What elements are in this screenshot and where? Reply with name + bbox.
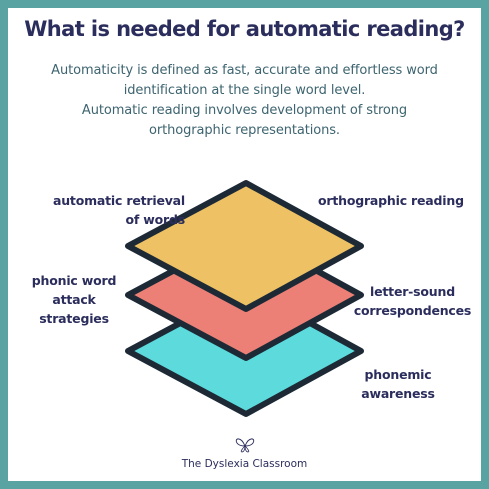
intro-line: orthographic representations. (149, 123, 340, 138)
intro-text: Automaticity is defined as fast, accurat… (20, 61, 469, 141)
intro-line: Automaticity is defined as fast, accurat… (51, 63, 438, 78)
label-letter-sound: letter-sound correspondences (353, 284, 472, 318)
label-automatic-retrieval: automatic retrieval of words (53, 193, 185, 227)
brand-name: The Dyslexia Classroom (181, 458, 308, 470)
butterfly-logo-icon (235, 438, 255, 453)
intro-line: Automatic reading involves development o… (81, 103, 408, 118)
orthographic-layer (125, 180, 364, 312)
label-phonemic-awareness: phonemic awareness (361, 367, 435, 401)
label-orthographic-reading: orthographic reading (318, 193, 464, 208)
page-title: What is needed for automatic reading? (24, 17, 465, 41)
label-phonic-word-attack: phonic word attack strategies (31, 273, 117, 326)
intro-line: identification at the single word level. (123, 83, 366, 98)
